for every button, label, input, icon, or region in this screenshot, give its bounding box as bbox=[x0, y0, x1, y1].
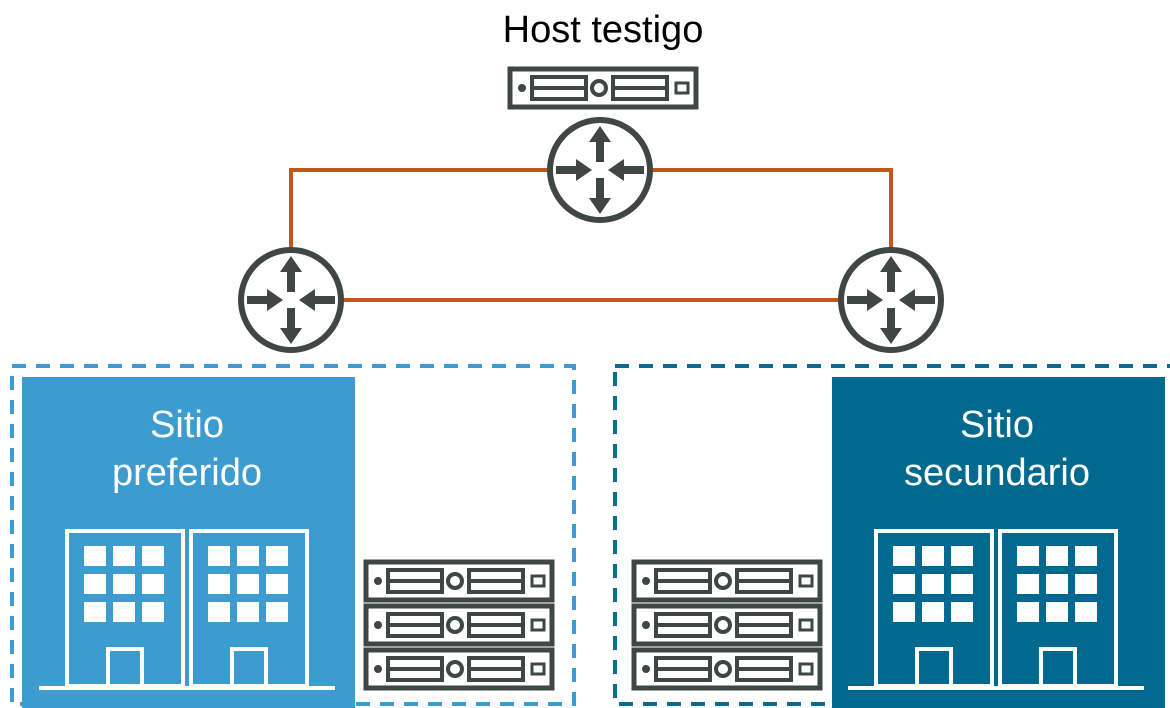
witness-host-label: Host testigo bbox=[503, 9, 704, 51]
server-icon bbox=[634, 650, 820, 688]
preferred-site-label-line2: preferido bbox=[112, 452, 262, 494]
preferred-router-icon bbox=[241, 250, 341, 350]
witness-router-icon bbox=[550, 120, 650, 220]
link-preferred-to-witness bbox=[289, 168, 552, 252]
server-icon bbox=[366, 650, 552, 688]
witness-server-icon bbox=[510, 69, 696, 107]
server-icon bbox=[634, 562, 820, 600]
secondary-site-group: Sitio secundario bbox=[613, 364, 1170, 708]
preferred-site-panel bbox=[22, 377, 355, 708]
server-icon bbox=[366, 606, 552, 644]
preferred-site-group: Sitio preferido bbox=[10, 364, 576, 708]
preferred-site-label-line1: Sitio bbox=[150, 404, 224, 446]
preferred-server-rack bbox=[366, 562, 552, 688]
link-witness-to-secondary bbox=[648, 168, 893, 252]
secondary-site-label-line2: secundario bbox=[904, 452, 1090, 494]
secondary-server-rack bbox=[634, 562, 820, 688]
server-icon bbox=[634, 606, 820, 644]
network-links bbox=[289, 168, 893, 302]
secondary-router-icon bbox=[841, 250, 941, 350]
secondary-site-label-line1: Sitio bbox=[960, 404, 1034, 446]
server-icon bbox=[366, 562, 552, 600]
